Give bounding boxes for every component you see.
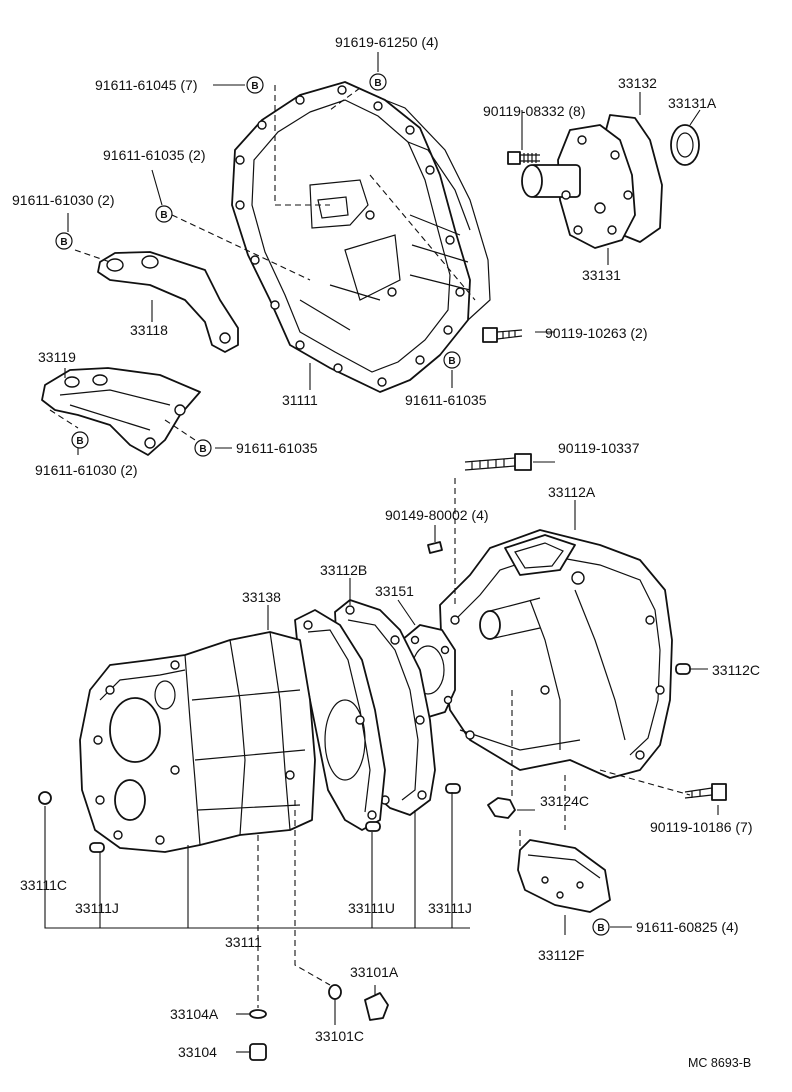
gasket-33138 <box>294 609 386 831</box>
label-90149-80002: 90149-80002 (4) <box>385 507 489 523</box>
label-33111C: 33111C <box>20 877 67 893</box>
b-marker-icon: B <box>71 431 89 449</box>
plug-33104 <box>249 1043 267 1061</box>
label-33111: 33111 <box>225 934 262 950</box>
sensor-33124C <box>487 797 516 819</box>
svg-text:B: B <box>597 923 604 934</box>
plug-33111C <box>38 791 52 805</box>
label-90119-10186: 90119-10186 (7) <box>650 819 752 835</box>
bracket-33118 <box>97 251 239 353</box>
label-91611-61035-2: 91611-61035 (2) <box>103 147 205 163</box>
label-33104: 33104 <box>178 1044 217 1060</box>
svg-text:B: B <box>60 237 67 248</box>
b-marker-icon: B <box>194 439 212 457</box>
label-91611-61030-2a: 91611-61030 (2) <box>12 192 114 208</box>
pin-33111U <box>365 821 381 832</box>
bolt-90119-08332 <box>507 151 540 165</box>
extension-cover-33131 <box>521 114 663 249</box>
svg-text:B: B <box>76 436 83 447</box>
label-31111: 31111 <box>282 392 318 408</box>
b-marker-icon: B <box>443 351 461 369</box>
label-33124C: 33124C <box>540 793 589 809</box>
b-markers: B B B B B B B B <box>55 73 610 936</box>
svg-text:B: B <box>160 210 167 221</box>
b-marker-icon: B <box>55 232 73 250</box>
b-marker-icon: B <box>592 918 610 936</box>
bracket-33119 <box>41 367 201 456</box>
oil-seal-33131A <box>670 124 700 166</box>
label-33118: 33118 <box>130 322 168 338</box>
bolt-90119-10263 <box>482 327 523 343</box>
label-91611-61035-a: 91611-61035 <box>405 392 487 408</box>
label-33101C: 33101C <box>315 1028 364 1044</box>
plug-33101A <box>364 992 389 1021</box>
label-90119-10263: 90119-10263 (2) <box>545 325 647 341</box>
washer-33104A <box>249 1009 267 1019</box>
label-33101A: 33101A <box>350 964 399 980</box>
b-marker-icon: B <box>246 76 264 94</box>
svg-text:B: B <box>251 81 258 92</box>
label-33131A: 33131A <box>668 95 717 111</box>
b-marker-icon: B <box>155 205 173 223</box>
part-labels: 91619-61250 (4) 91611-61045 (7) 91611-61… <box>12 34 760 1070</box>
label-33138: 33138 <box>242 589 281 605</box>
pin-33111J-a <box>89 842 105 853</box>
label-91611-60825: 91611-60825 (4) <box>636 919 738 935</box>
label-33112B: 33112B <box>320 562 367 578</box>
bracket-33112F <box>517 839 611 913</box>
b-marker-icon: B <box>369 73 387 91</box>
svg-text:B: B <box>374 78 381 89</box>
label-91611-61045: 91611-61045 (7) <box>95 77 197 93</box>
label-91611-61030-2b: 91611-61030 (2) <box>35 462 137 478</box>
label-33131: 33131 <box>582 267 621 283</box>
label-90119-10337: 90119-10337 <box>558 440 640 456</box>
clutch-housing-31111 <box>231 81 491 393</box>
pin-33111J-b <box>445 783 461 794</box>
label-91611-61035-b: 91611-61035 <box>236 440 318 456</box>
bolt-90119-10337 <box>464 453 532 471</box>
label-33112F: 33112F <box>538 947 584 963</box>
bolt-90119-10186 <box>684 783 727 801</box>
extension-housing-33111 <box>79 631 316 853</box>
svg-text:B: B <box>448 356 455 367</box>
label-33111J-a: 33111J <box>75 900 119 916</box>
label-33132: 33132 <box>618 75 657 91</box>
label-33151: 33151 <box>375 583 414 599</box>
svg-text:B: B <box>199 444 206 455</box>
label-33111J-b: 33111J <box>428 900 472 916</box>
label-33111U: 33111U <box>348 900 395 916</box>
label-33112C: 33112C <box>712 662 760 678</box>
label-91619-61250: 91619-61250 (4) <box>335 34 439 50</box>
pin-33112C <box>675 663 691 675</box>
leader-lines <box>44 52 719 1053</box>
stud-90149-80002 <box>427 541 443 554</box>
transmission-case-33112A <box>439 529 673 779</box>
diagram-code: MC 8693-B <box>688 1056 751 1070</box>
label-33119: 33119 <box>38 349 76 365</box>
label-33104A: 33104A <box>170 1006 219 1022</box>
label-90119-08332: 90119-08332 (8) <box>483 103 585 119</box>
washer-33101C <box>328 984 342 1000</box>
label-33112A: 33112A <box>548 484 596 500</box>
